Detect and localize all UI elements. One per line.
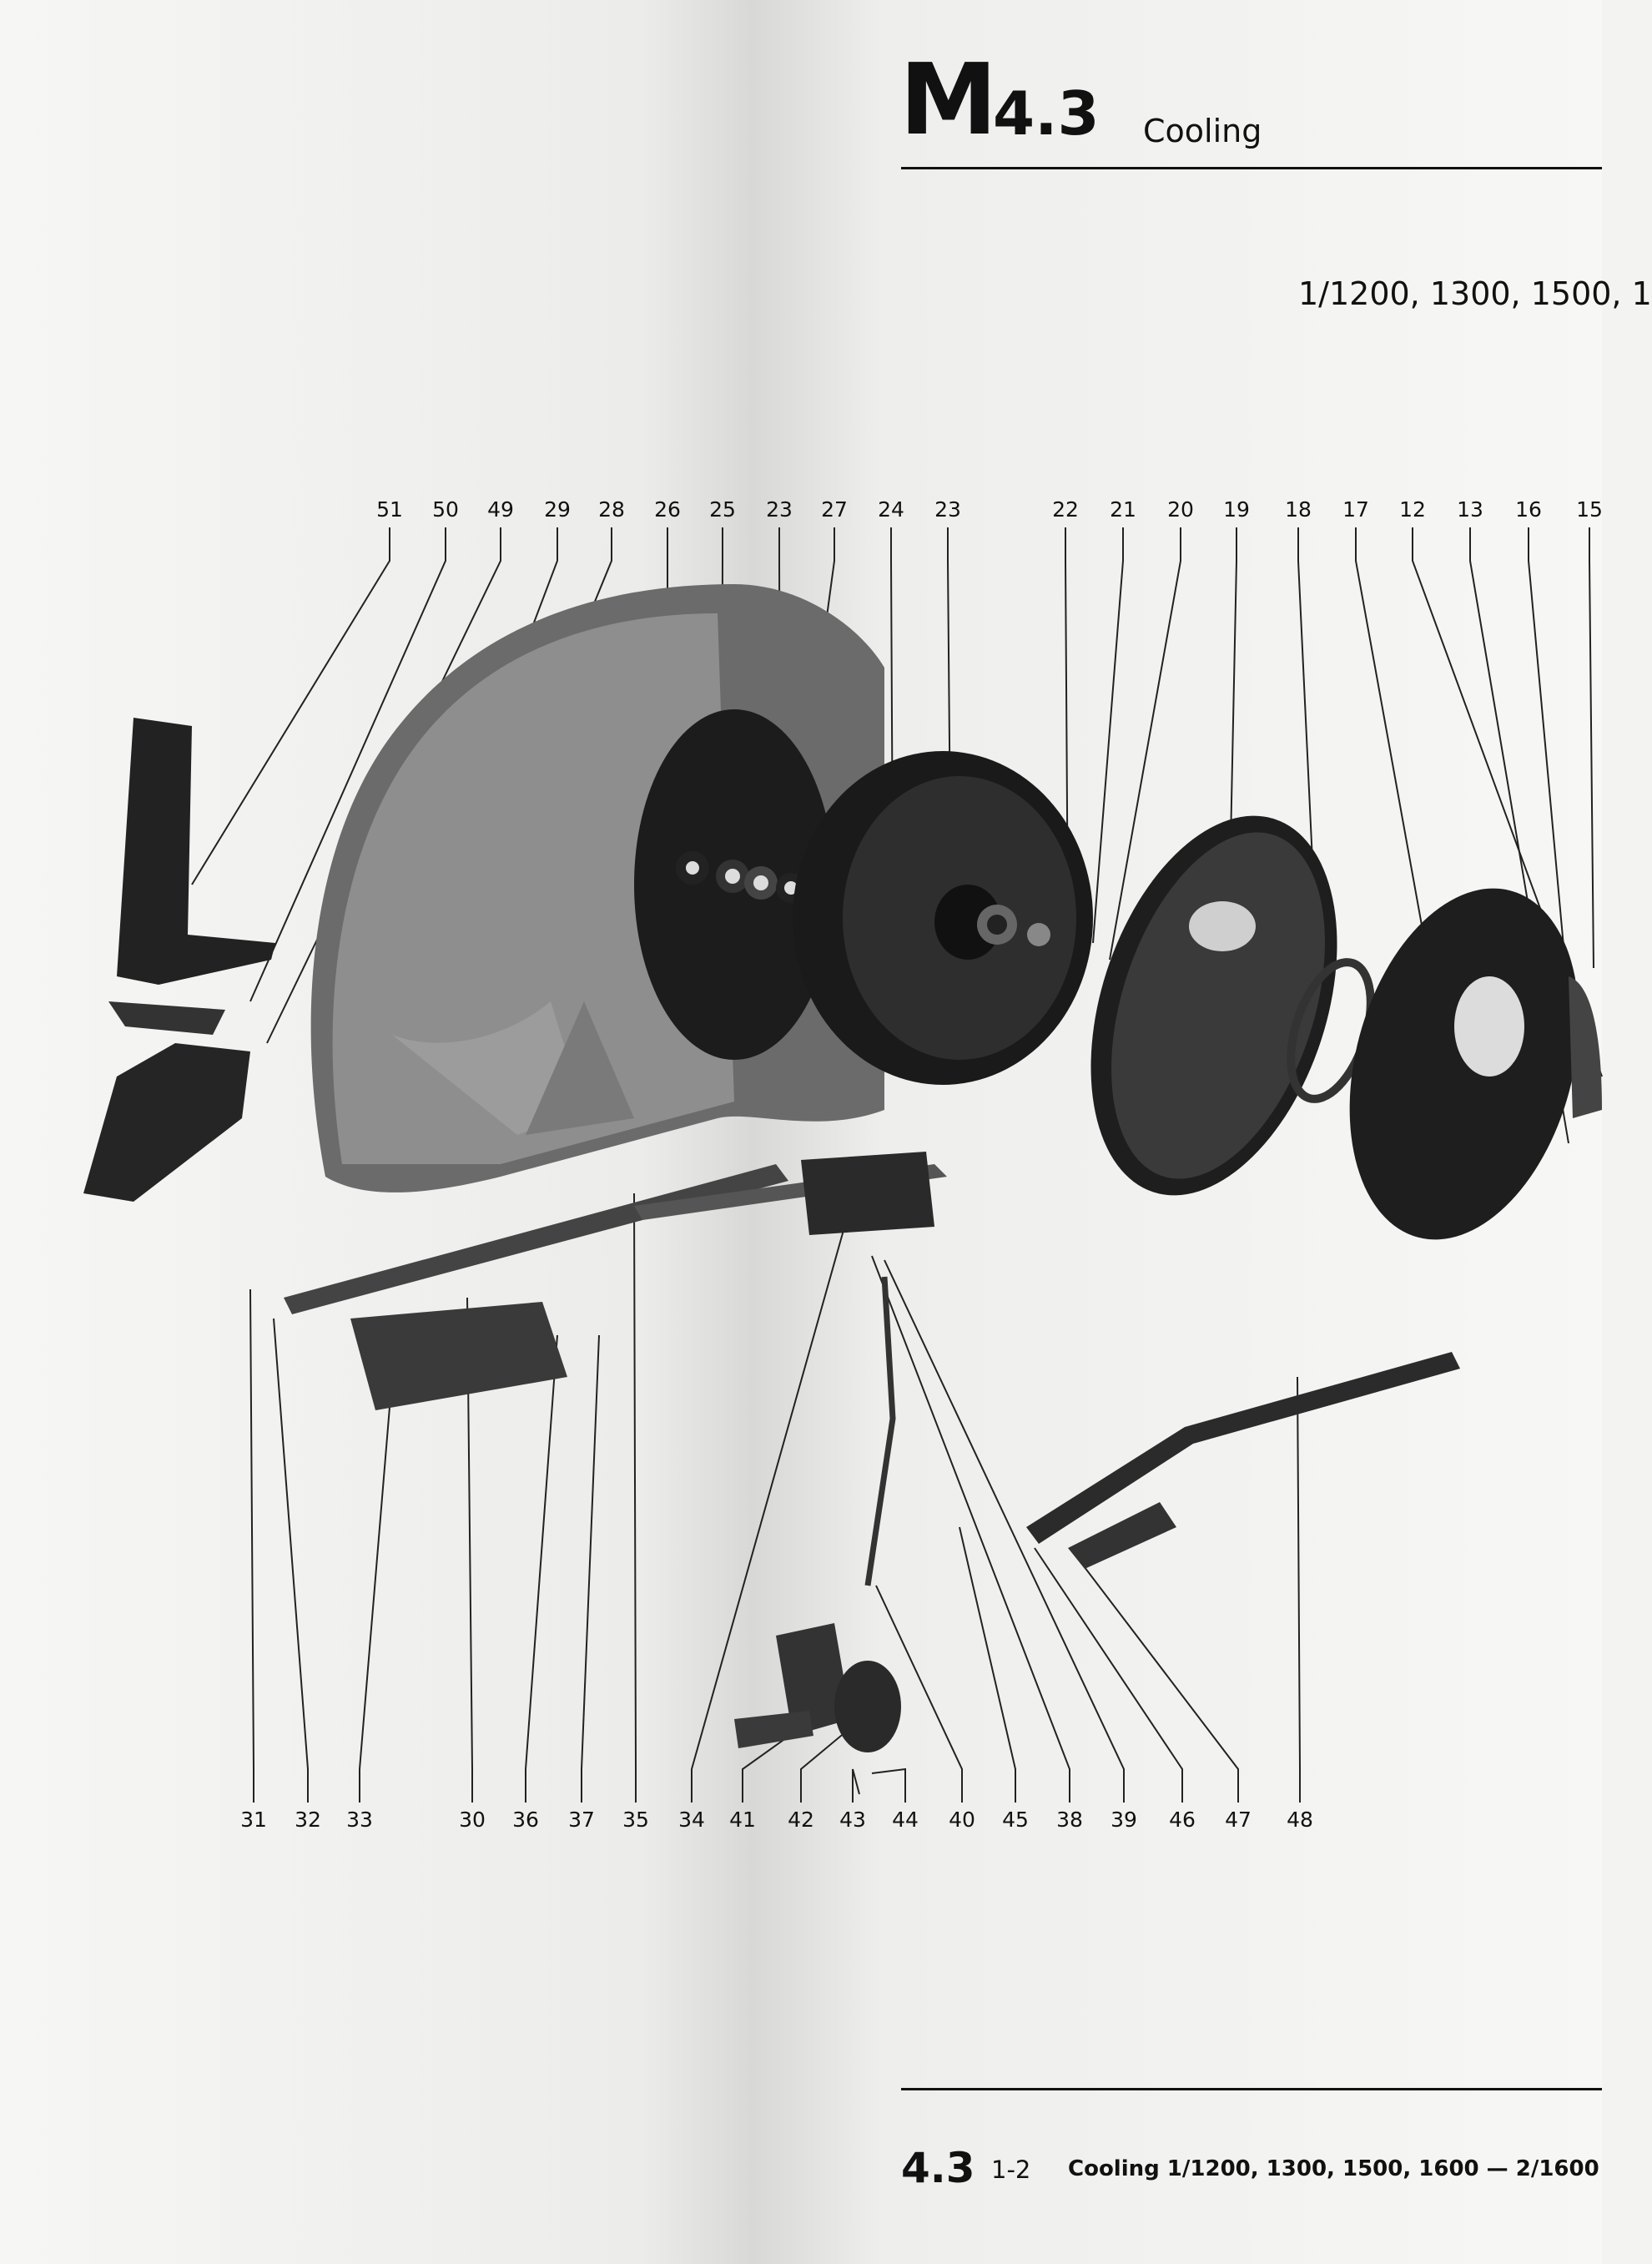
- control-linkage: [284, 1152, 1460, 1752]
- callout-top-20: 20: [1167, 497, 1194, 522]
- callout-top-26: 26: [654, 497, 681, 522]
- generator-end-plate: [1349, 888, 1579, 1240]
- leader-line-51: [191, 527, 390, 885]
- footer-section: 4.3: [901, 2144, 975, 2192]
- callout-bottom-46: 46: [1169, 1808, 1196, 1832]
- callout-top-51: 51: [376, 497, 403, 522]
- callout-top-28: 28: [598, 497, 625, 522]
- callout-bottom-44: 44: [892, 1808, 919, 1832]
- callout-top-19: 19: [1223, 497, 1250, 522]
- callout-top-17: 17: [1342, 497, 1369, 522]
- leader-line-36: [525, 1334, 558, 1803]
- model-list: 1/1200, 1300, 1500, 1: [1298, 275, 1652, 312]
- callout-top-23: 23: [934, 497, 961, 522]
- footer-page: 1-2: [991, 2156, 1031, 2184]
- callout-bottom-32: 32: [295, 1808, 321, 1832]
- callout-top-49: 49: [487, 497, 514, 522]
- fan-cover-plate: [1090, 815, 1337, 1196]
- leader-line-46: [1034, 1547, 1183, 1803]
- leader-line-45: [959, 1526, 1016, 1803]
- leader-line-34: [691, 1218, 848, 1803]
- leader-line-35: [633, 1193, 637, 1803]
- callout-top-13: 13: [1457, 497, 1483, 522]
- callout-bottom-43: 43: [839, 1808, 866, 1832]
- callout-bottom-40: 40: [949, 1808, 975, 1832]
- callout-bottom-34: 34: [678, 1808, 705, 1832]
- generator-band: [1569, 976, 1602, 1118]
- callout-top-15: 15: [1576, 497, 1603, 522]
- callout-bottom-41: 41: [729, 1808, 756, 1832]
- leader-line-42: [800, 1727, 852, 1803]
- leader-line-30: [466, 1297, 473, 1803]
- callout-bottom-31: 31: [240, 1808, 267, 1832]
- callout-bottom-42: 42: [788, 1808, 814, 1832]
- leader-line-17: [1355, 527, 1448, 1069]
- leader-line-32: [273, 1318, 309, 1803]
- footer-title: Cooling 1/1200, 1300, 1500, 1600 — 2/160…: [1068, 2156, 1599, 2181]
- callout-bottom-36: 36: [512, 1808, 539, 1832]
- leader-line-48: [1297, 1376, 1301, 1803]
- callout-top-24: 24: [878, 497, 904, 522]
- leader-line-12: [1412, 527, 1603, 1077]
- leader-line-15: [1589, 527, 1594, 969]
- callout-bottom-39: 39: [1111, 1808, 1137, 1832]
- leader-line-37: [581, 1334, 600, 1803]
- section-title: Cooling: [1143, 113, 1262, 149]
- leader-line-31: [249, 1288, 254, 1803]
- exploded-parts-diagram: [83, 527, 1603, 1803]
- callout-top-22: 22: [1052, 497, 1079, 522]
- leader-line-47: [1075, 1556, 1239, 1803]
- fan-housing: [310, 584, 884, 1193]
- leader-line-22: [1065, 527, 1069, 935]
- callout-top-25: 25: [709, 497, 736, 522]
- callout-top-18: 18: [1285, 497, 1312, 522]
- leader-line-50: [249, 527, 446, 1002]
- callout-top-16: 16: [1515, 497, 1542, 522]
- fan-wheel: [793, 751, 1093, 1085]
- leader-lines: [191, 527, 1603, 1803]
- callout-top-27: 27: [821, 497, 848, 522]
- callout-bottom-48: 48: [1287, 1808, 1313, 1832]
- leader-line-16: [1528, 527, 1569, 1002]
- footer-rule: [901, 2088, 1602, 2090]
- leader-line-40: [875, 1585, 963, 1803]
- header-rule: [901, 167, 1602, 169]
- leader-line-38: [871, 1255, 1070, 1803]
- callout-top-12: 12: [1399, 497, 1426, 522]
- leader-line-21: [1092, 527, 1124, 944]
- leader-line-18: [1297, 527, 1319, 986]
- callout-bottom-45: 45: [1002, 1808, 1029, 1832]
- callout-bottom-47: 47: [1225, 1808, 1252, 1832]
- callout-bottom-38: 38: [1056, 1808, 1083, 1832]
- callout-top-23: 23: [766, 497, 793, 522]
- section-number: 4.3: [993, 78, 1100, 149]
- leader-line-44: [871, 1767, 906, 1803]
- section-letter: M: [899, 42, 997, 157]
- callout-top-21: 21: [1110, 497, 1136, 522]
- air-duct-parts: [83, 718, 275, 1202]
- leader-line-20: [1109, 527, 1181, 961]
- leader-line-43: [852, 1768, 860, 1803]
- callout-bottom-35: 35: [622, 1808, 649, 1832]
- callout-bottom-33: 33: [346, 1808, 373, 1832]
- leader-line-33: [359, 1376, 393, 1803]
- leader-line-39: [884, 1259, 1125, 1803]
- callout-top-29: 29: [544, 497, 571, 522]
- callout-bottom-37: 37: [568, 1808, 595, 1832]
- callout-bottom-30: 30: [459, 1808, 486, 1832]
- callout-top-50: 50: [432, 497, 459, 522]
